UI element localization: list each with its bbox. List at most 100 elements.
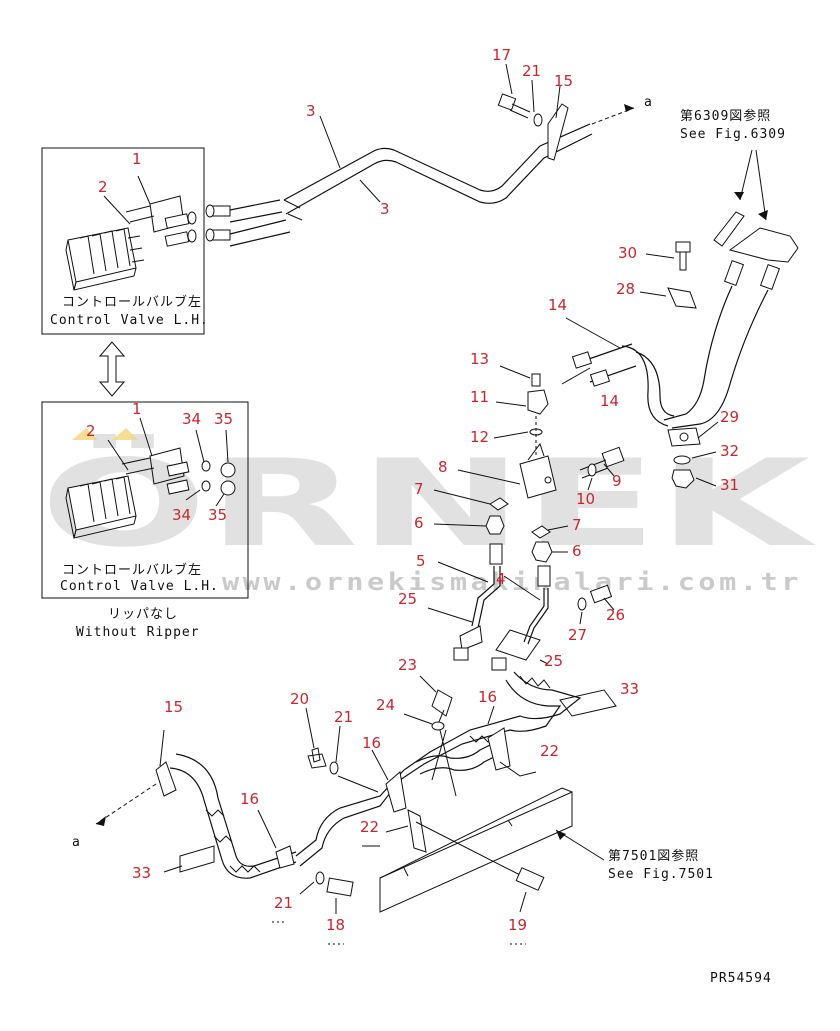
callout-21: 21 bbox=[522, 62, 541, 80]
arrow-icon bbox=[624, 104, 634, 112]
clamp-icon bbox=[155, 761, 177, 797]
callout-35: 35 bbox=[214, 410, 233, 428]
clamp-icon bbox=[667, 287, 697, 309]
elbow-fitting-icon bbox=[527, 389, 549, 415]
inset-frame bbox=[41, 147, 205, 335]
inset-frame bbox=[41, 401, 249, 599]
callout-4: 4 bbox=[496, 570, 506, 588]
frame-member: 22 19 第7501図参照 See Fig.7501 bbox=[360, 787, 713, 934]
callout-6: 6 bbox=[414, 514, 424, 532]
bolt-icon bbox=[515, 867, 545, 891]
callout-24: 24 bbox=[376, 696, 395, 714]
callout-16: 16 bbox=[362, 734, 381, 752]
clamp-assembly-upper: 17 21 15 a bbox=[492, 46, 653, 161]
inset-top-caption-jp: コントロールバルブ左 bbox=[62, 294, 202, 310]
callout-15: 15 bbox=[164, 698, 183, 716]
hose-assembly-right: 14 14 bbox=[548, 285, 769, 429]
control-valve-icon bbox=[65, 227, 145, 291]
bolt-icon bbox=[491, 657, 507, 671]
bolt-icon bbox=[431, 689, 453, 717]
callout-1: 1 bbox=[132, 400, 142, 418]
hose-assembly-left-lower: 15 a 33 16 21 18 bbox=[72, 698, 526, 945]
callout-2: 2 bbox=[98, 178, 108, 196]
nut-icon bbox=[489, 543, 503, 565]
watermark-brand: ÖRNEK bbox=[40, 434, 817, 574]
callout-35: 35 bbox=[208, 506, 227, 524]
callout-22: 22 bbox=[360, 818, 379, 836]
control-valve-icon bbox=[65, 475, 137, 539]
callout-3: 3 bbox=[306, 102, 316, 120]
callout-14: 14 bbox=[600, 392, 619, 410]
bolt-30: 30 28 bbox=[616, 241, 697, 309]
hose-end-icon bbox=[713, 211, 799, 263]
callout-22: 22 bbox=[540, 742, 559, 760]
inset-control-valve-bottom: 1 2 34 35 34 35 コントロールバルブ左 Control Valve… bbox=[41, 400, 249, 599]
drawing-code: PR54594 bbox=[710, 971, 772, 986]
bolt-icon bbox=[453, 647, 469, 661]
clamp-icon bbox=[385, 771, 407, 813]
nut-icon bbox=[307, 747, 327, 769]
inset-top-caption-en: Control Valve L.H. bbox=[50, 313, 209, 328]
ref-6309-jp: 第6309図参照 bbox=[680, 108, 771, 124]
fitting-icon bbox=[531, 541, 553, 563]
callout-11: 11 bbox=[470, 388, 489, 406]
hose-bundle-33: 33 bbox=[399, 671, 639, 781]
connector-label-top: a bbox=[644, 95, 653, 110]
callout-7: 7 bbox=[414, 480, 424, 498]
callout-3: 3 bbox=[380, 200, 390, 218]
callout-31: 31 bbox=[720, 476, 739, 494]
callout-18: 18 bbox=[326, 916, 345, 934]
callout-5: 5 bbox=[416, 552, 426, 570]
callout-21: 21 bbox=[334, 708, 353, 726]
double-arrow-icon bbox=[98, 341, 126, 397]
hose-assembly-lower: 16 16 22 20 21 23 24 bbox=[290, 656, 559, 867]
callout-6: 6 bbox=[572, 542, 582, 560]
callout-32: 32 bbox=[720, 442, 739, 460]
inset-control-valve-top: 1 2 コントロールバルブ左 Control Valve L.H. bbox=[41, 147, 209, 335]
tube-assembly-4-5: 5 4 25 25 26 27 bbox=[398, 543, 625, 671]
inset-bottom-caption-en: Control Valve L.H. bbox=[60, 579, 219, 594]
callout-30: 30 bbox=[618, 244, 637, 262]
nut-icon bbox=[537, 565, 551, 587]
callout-27: 27 bbox=[568, 626, 587, 644]
callout-33: 33 bbox=[132, 864, 151, 882]
callout-19: 19 bbox=[508, 916, 527, 934]
valve-block-icon bbox=[519, 455, 557, 499]
callout-26: 26 bbox=[606, 606, 625, 624]
watermark-url: www.ornekismakinalari.com.tr bbox=[222, 568, 802, 596]
bolt-icon bbox=[589, 584, 613, 604]
valve-block-8: 13 11 12 8 7 6 9 10 7 6 bbox=[414, 350, 625, 563]
clamp-icon bbox=[407, 809, 427, 853]
callout-34: 34 bbox=[172, 506, 191, 524]
ref-6309-en: See Fig.6309 bbox=[680, 127, 786, 142]
bolt-icon bbox=[497, 93, 517, 111]
callout-21: 21 bbox=[274, 894, 293, 912]
callout-34: 34 bbox=[182, 410, 201, 428]
clamp-icon bbox=[275, 845, 295, 869]
hose-assembly-upper: 3 3 bbox=[205, 102, 593, 247]
plug-icon bbox=[531, 373, 541, 387]
callout-16: 16 bbox=[240, 790, 259, 808]
callout-25: 25 bbox=[544, 652, 563, 670]
clamp-icon bbox=[487, 727, 511, 771]
callout-9: 9 bbox=[612, 472, 622, 490]
callout-8: 8 bbox=[438, 458, 448, 476]
callout-10: 10 bbox=[576, 490, 595, 508]
callout-33: 33 bbox=[620, 680, 639, 698]
watermark-accent-icon bbox=[72, 428, 138, 440]
clamp-icon bbox=[459, 625, 483, 651]
reference-fig-6309: 第6309図参照 See Fig.6309 bbox=[680, 108, 799, 291]
callout-25: 25 bbox=[398, 590, 417, 608]
inset-bottom-caption-jp: コントロールバルブ左 bbox=[62, 562, 202, 578]
callout-17: 17 bbox=[492, 46, 511, 64]
nut-icon bbox=[671, 469, 695, 489]
callout-7: 7 bbox=[572, 516, 582, 534]
without-ripper-note-jp: リッパなし bbox=[108, 607, 178, 622]
callout-23: 23 bbox=[398, 656, 417, 674]
clamp-29-group: 29 32 31 bbox=[667, 408, 739, 494]
callout-13: 13 bbox=[470, 350, 489, 368]
ref-7501-jp: 第7501図参照 bbox=[608, 848, 699, 864]
callout-14: 14 bbox=[548, 296, 567, 314]
bolt-icon bbox=[326, 877, 354, 897]
